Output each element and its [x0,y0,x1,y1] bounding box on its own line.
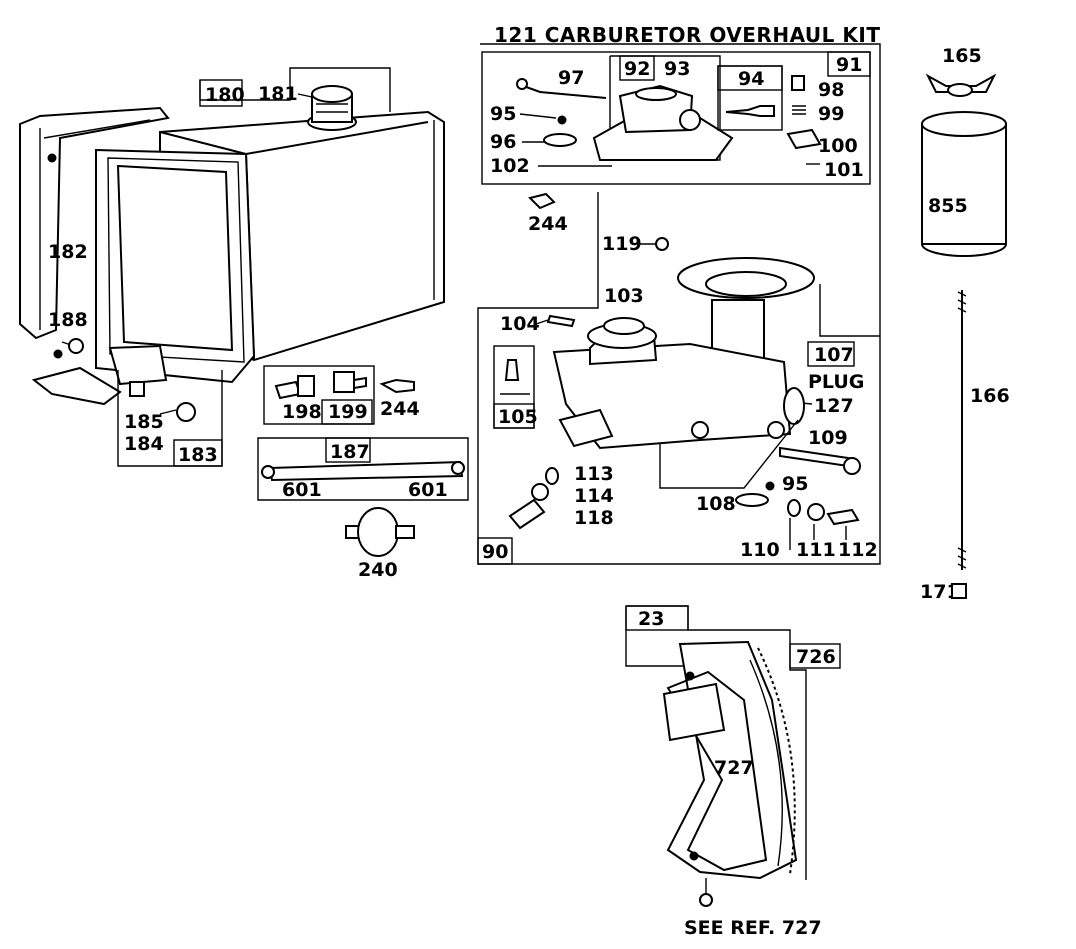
screw-112-part [826,508,860,526]
ref-90: 90 [482,541,508,563]
screw-98-part [791,75,805,91]
needle-105-part [500,359,530,395]
ref-182: 182 [48,241,88,263]
ref-98: 98 [818,79,844,101]
ref-198: 198 [282,401,322,423]
ref-119: 119 [602,233,642,255]
ref-97: 97 [558,67,584,89]
fuel-tank-group: 180 181 182 188 [19,67,445,467]
see-ref-727-note: SEE REF. 727 [684,917,822,939]
fittings-group: 198 199 244 187 601 601 240 [257,365,469,581]
air-filter-855-part [921,111,1007,257]
ref-109: 109 [808,427,848,449]
ref-112: 112 [838,539,878,561]
ref-100: 100 [818,135,858,157]
ref-107: 107 [814,344,854,366]
ref-240: 240 [358,559,398,581]
ref-103: 103 [604,285,644,307]
fitting-244a-part [528,192,556,210]
ref-111: 111 [796,539,836,561]
spring-99-part [792,105,806,115]
ref-95a: 95 [490,103,516,125]
ref-183: 183 [178,444,218,466]
ref-127: 127 [814,395,854,417]
lever-100-part [786,128,822,150]
ref-180: 180 [205,84,245,106]
ref-102: 102 [490,155,530,177]
starter-ring-726-part [749,647,796,875]
float-bowl-part [592,84,734,161]
needle-valve-part [725,105,775,117]
ref-105: 105 [498,406,538,428]
ref-92: 92 [624,58,650,80]
ref-601a: 601 [282,479,322,501]
ref-93: 93 [664,58,690,80]
label-plug: PLUG [808,371,864,393]
kit-title: 121 CARBURETOR OVERHAUL KIT [494,23,880,47]
ref-23: 23 [638,608,664,630]
throttle-shaft-part [779,446,861,475]
ref-110: 110 [740,539,780,561]
inline-filter-240-part [345,507,415,557]
ref-114: 114 [574,485,614,507]
ref-199: 199 [328,401,368,423]
washer-110-part [787,499,801,517]
right-column-group: 165 855 166 171 [920,45,1010,603]
spring-111-part [807,503,825,521]
ref-99: 99 [818,103,844,125]
filter-rod-part [261,460,465,482]
ref-184: 184 [124,433,164,455]
ref-185: 185 [124,411,164,433]
ref-95b: 95 [782,473,808,495]
flywheel-727-part [662,640,798,880]
flywheel-group: 23 726 727 SEE REF. 727 [625,605,841,939]
ref-188: 188 [48,309,88,331]
ref-118: 118 [574,507,614,529]
ref-108: 108 [696,493,736,515]
ref-244b: 244 [380,398,420,420]
needle-assembly-part [508,467,559,530]
ref-726: 726 [796,646,836,668]
stud-166-part [957,290,967,570]
ref-166: 166 [970,385,1010,407]
ref-171: 171 [920,581,960,603]
ref-601b: 601 [408,479,448,501]
ref-96: 96 [490,131,516,153]
fitting-198-part [274,375,315,400]
ref-855: 855 [928,195,968,217]
bracket-182-part [19,106,170,406]
nut-171-part [951,583,967,599]
ref-187: 187 [330,441,370,463]
fitting-199-part [333,371,367,393]
ref-727: 727 [714,757,754,779]
ref-113: 113 [574,463,614,485]
ref-165: 165 [942,45,982,67]
ref-101: 101 [824,159,864,181]
ref-91: 91 [836,54,862,76]
fuel-cap-part [307,85,357,131]
ref-94: 94 [738,68,764,90]
ref-181: 181 [258,83,298,105]
ref-244a: 244 [528,213,568,235]
carburetor-group: 121 CARBURETOR OVERHAUL KIT 90 91 92 93 … [477,23,881,565]
fitting-244-part [379,378,415,394]
carburetor-body-part [552,257,815,450]
ref-104: 104 [500,313,540,335]
wing-nut-165-part [925,73,997,97]
